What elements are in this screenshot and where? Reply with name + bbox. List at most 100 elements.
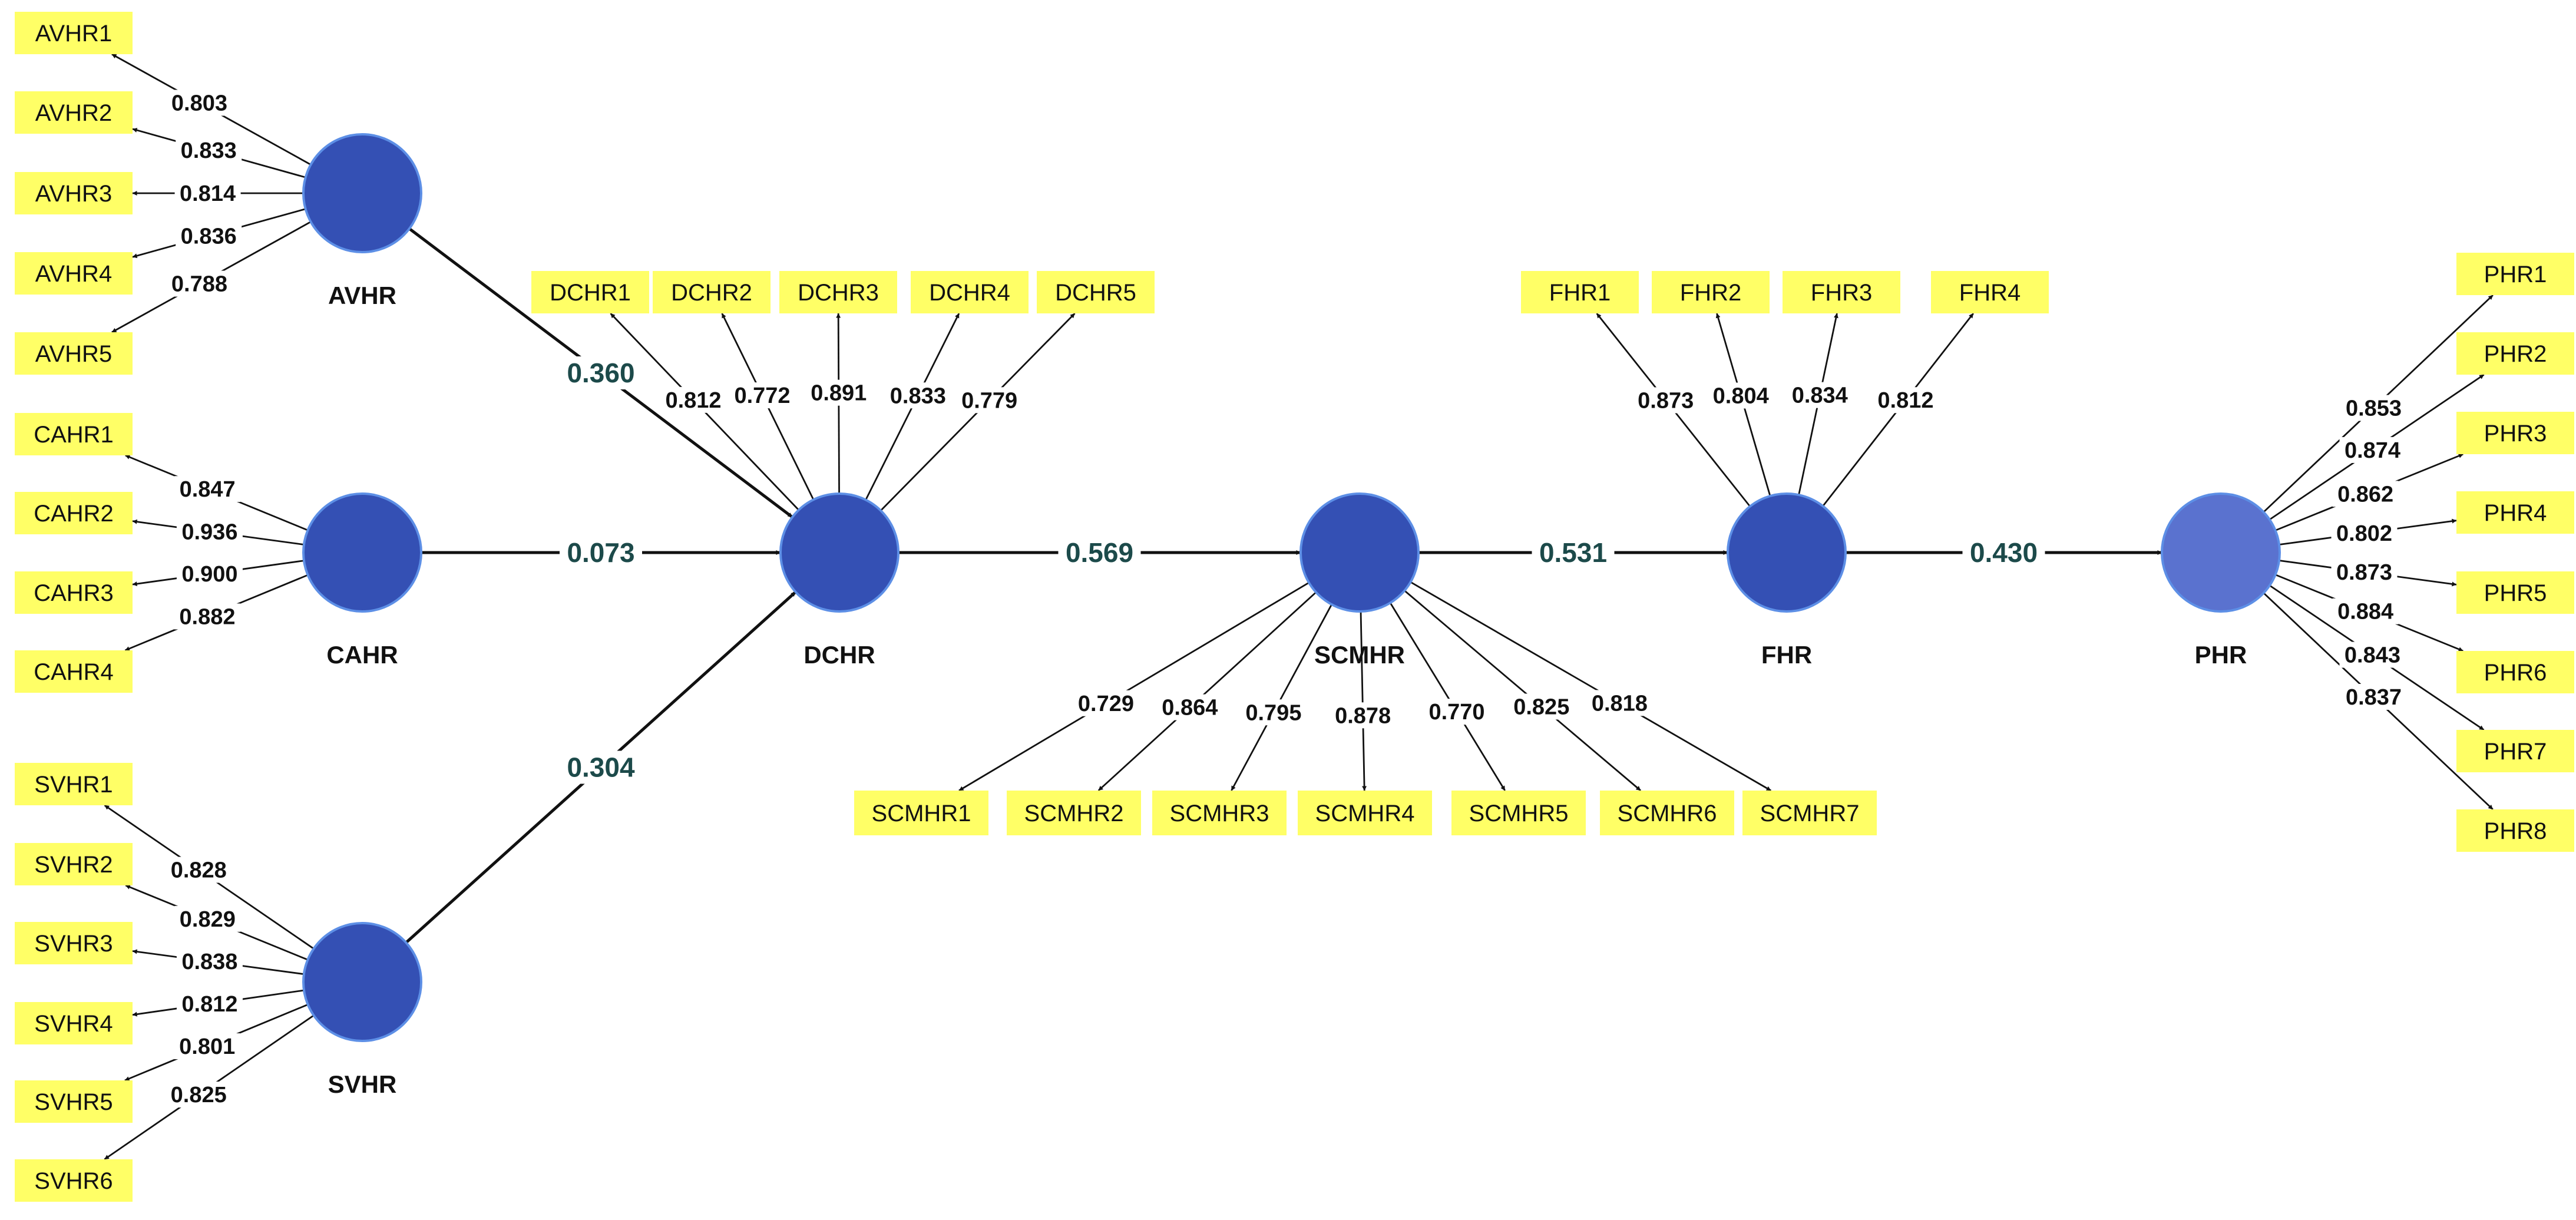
loading-label-bg (166, 1082, 232, 1108)
indicator-label-svhr4: SVHR4 (34, 1011, 113, 1037)
loading-value-cahr4: 0.882 (179, 604, 235, 629)
loading-label-bg (176, 518, 243, 545)
indicator-label-svhr3: SVHR3 (34, 931, 113, 957)
construct-node-fhr[interactable] (1727, 492, 1847, 613)
loading-label-bg (1073, 690, 1139, 716)
loading-value-svhr3: 0.838 (181, 950, 237, 974)
construct-node-cahr[interactable] (302, 492, 422, 613)
construct-label-phr: PHR (2195, 641, 2247, 669)
indicator-box-avhr5[interactable] (15, 332, 133, 375)
loading-value-dchr3: 0.891 (811, 381, 867, 406)
indicator-label-dchr2: DCHR2 (671, 280, 752, 306)
construct-label-svhr: SVHR (328, 1070, 397, 1098)
indicator-box-phr6[interactable] (2456, 651, 2574, 693)
indicator-box-phr4[interactable] (2456, 491, 2574, 534)
indicator-box-avhr2[interactable] (15, 91, 133, 134)
loading-label-bg (1787, 382, 1853, 408)
path-label-bg (560, 356, 642, 389)
loading-label-bg (176, 948, 243, 975)
indicator-box-scmhr4[interactable] (1298, 791, 1432, 835)
loading-label-bg (885, 382, 951, 409)
indicator-box-phr3[interactable] (2456, 412, 2574, 454)
indicator-label-cahr4: CAHR4 (34, 659, 114, 685)
indicator-label-avhr5: AVHR5 (35, 341, 112, 367)
indicator-label-avhr3: AVHR3 (35, 181, 112, 207)
loading-label-bg (176, 560, 243, 587)
indicators-layer: AVHR1AVHR2AVHR3AVHR4AVHR5CAHR1CAHR2CAHR3… (15, 12, 2574, 1202)
loading-label-bg (956, 387, 1023, 414)
construct-node-svhr[interactable] (302, 922, 422, 1042)
indicator-box-scmhr5[interactable] (1451, 791, 1586, 835)
construct-label-avhr: AVHR (328, 282, 396, 309)
indicator-box-avhr3[interactable] (15, 172, 133, 214)
loading-value-phr2: 0.874 (2344, 438, 2400, 463)
indicator-label-svhr2: SVHR2 (34, 852, 113, 878)
indicator-box-dchr5[interactable] (1037, 271, 1155, 313)
indicator-label-fhr3: FHR3 (1811, 280, 1872, 306)
loading-arrow-scmhr5 (1389, 602, 1506, 791)
indicator-box-svhr4[interactable] (15, 1002, 133, 1044)
indicator-label-phr6: PHR6 (2484, 660, 2547, 686)
loading-label-bg (1872, 387, 1939, 414)
loading-value-scmhr5: 0.770 (1428, 700, 1484, 725)
loading-value-phr5: 0.873 (2336, 560, 2392, 585)
loading-label-bg (174, 1033, 240, 1060)
indicator-label-svhr6: SVHR6 (34, 1168, 113, 1194)
loading-value-cahr2: 0.936 (181, 520, 237, 545)
loading-label-bg (166, 270, 233, 297)
indicator-box-scmhr2[interactable] (1007, 791, 1141, 835)
indicator-label-scmhr3: SCMHR3 (1170, 801, 1269, 826)
indicator-box-fhr3[interactable] (1783, 271, 1900, 313)
indicator-box-avhr4[interactable] (15, 252, 133, 295)
loading-value-avhr5: 0.788 (171, 272, 227, 297)
construct-node-dchr[interactable] (779, 492, 900, 613)
loading-label-bg (805, 379, 872, 406)
indicator-box-fhr4[interactable] (1931, 271, 2049, 313)
indicator-box-cahr3[interactable] (15, 571, 133, 614)
indicator-box-dchr1[interactable] (531, 271, 649, 313)
loading-arrow-scmhr3 (1231, 604, 1332, 791)
indicator-box-svhr1[interactable] (15, 763, 133, 805)
indicator-box-scmhr7[interactable] (1742, 791, 1877, 835)
construct-label-fhr: FHR (1761, 641, 1812, 669)
indicator-box-cahr2[interactable] (15, 492, 133, 534)
indicator-label-phr7: PHR7 (2484, 739, 2547, 765)
path-label-bg (1532, 536, 1615, 569)
indicator-label-scmhr1: SCMHR1 (872, 801, 971, 826)
indicator-box-phr2[interactable] (2456, 332, 2574, 375)
path-coefficient-scmhr-fhr: 0.531 (1539, 537, 1607, 568)
indicator-box-phr8[interactable] (2456, 809, 2574, 852)
indicator-box-cahr4[interactable] (15, 650, 133, 693)
construct-node-phr[interactable] (2161, 492, 2281, 613)
indicator-box-cahr1[interactable] (15, 413, 133, 455)
indicator-box-phr5[interactable] (2456, 571, 2574, 614)
construct-label-cahr: CAHR (326, 641, 398, 669)
indicator-box-svhr2[interactable] (15, 843, 133, 885)
loading-value-phr4: 0.802 (2336, 521, 2392, 546)
indicator-box-fhr1[interactable] (1521, 271, 1639, 313)
indicator-box-dchr3[interactable] (779, 271, 897, 313)
indicator-label-cahr2: CAHR2 (34, 501, 114, 527)
indicator-box-fhr2[interactable] (1652, 271, 1770, 313)
loading-label-bg (1586, 690, 1653, 716)
indicator-box-phr1[interactable] (2456, 253, 2574, 295)
indicator-box-dchr2[interactable] (653, 271, 771, 313)
loading-label-bg (174, 476, 241, 502)
loading-arrow-scmhr4 (1360, 611, 1367, 791)
loading-label-bg (1156, 694, 1223, 720)
indicator-box-svhr6[interactable] (15, 1159, 133, 1202)
construct-node-avhr[interactable] (302, 133, 422, 253)
construct-label-dchr: DCHR (803, 641, 875, 669)
indicator-box-scmhr1[interactable] (854, 791, 988, 835)
loading-value-avhr4: 0.836 (181, 224, 237, 249)
indicator-box-dchr4[interactable] (911, 271, 1029, 313)
indicator-box-svhr5[interactable] (15, 1080, 133, 1123)
construct-node-scmhr[interactable] (1299, 492, 1420, 613)
indicator-box-svhr3[interactable] (15, 922, 133, 964)
indicator-box-avhr1[interactable] (15, 12, 133, 54)
indicator-box-scmhr3[interactable] (1152, 791, 1287, 835)
indicator-box-scmhr6[interactable] (1600, 791, 1734, 835)
path-coefficient-dchr-scmhr: 0.569 (1066, 537, 1133, 568)
indicator-box-phr7[interactable] (2456, 730, 2574, 772)
